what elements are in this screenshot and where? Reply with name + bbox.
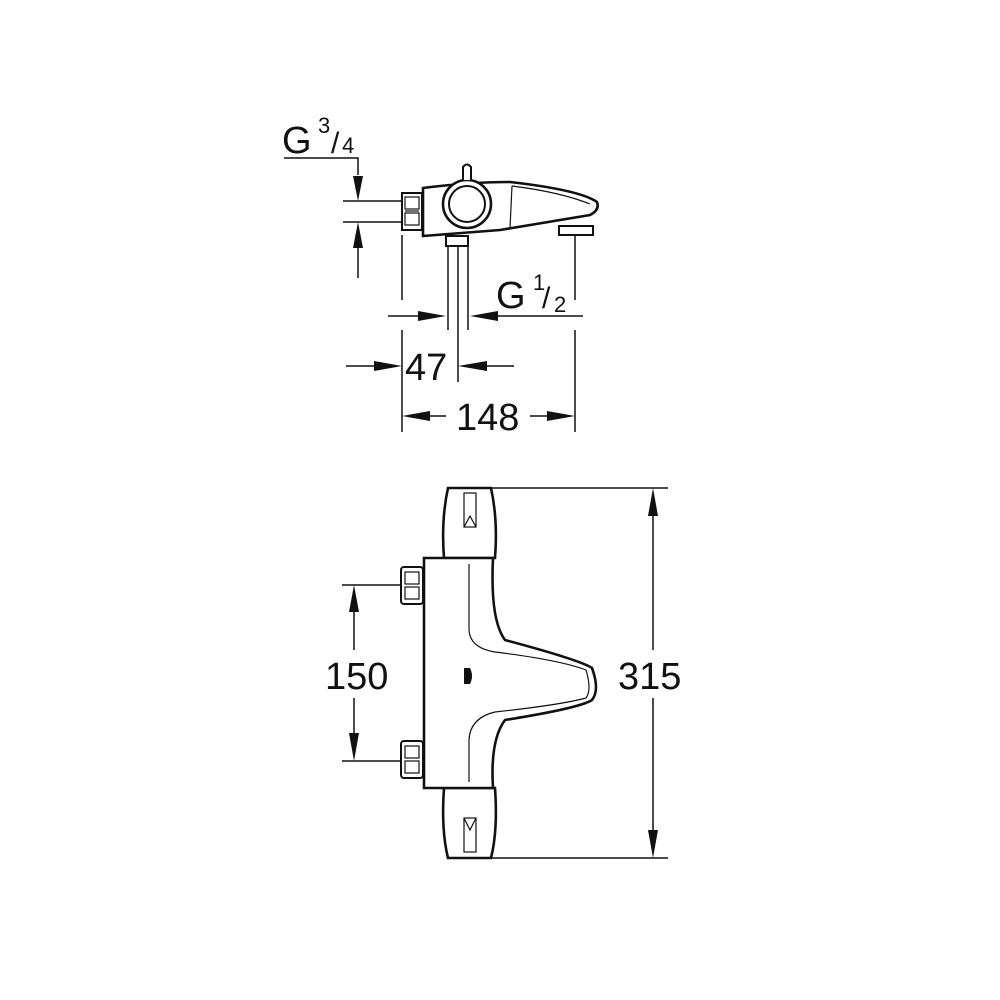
indicator-mark	[464, 668, 472, 684]
arrow-up-icon	[648, 488, 658, 516]
arrow-left-icon	[402, 411, 430, 421]
inlet-thread-denominator: 4	[342, 133, 354, 158]
arrow-right-icon	[418, 311, 446, 321]
arrow-down-icon	[648, 830, 658, 858]
arrow-right-icon	[547, 411, 575, 421]
shower-outlet	[445, 235, 469, 247]
mixer-body-front	[422, 556, 598, 790]
lower-inlet-nut	[400, 740, 424, 779]
handle-lever	[462, 163, 472, 180]
front-view: 150 315	[325, 486, 681, 860]
arrow-up-icon	[349, 585, 359, 612]
top-handle-cap	[441, 486, 498, 560]
arrow-left-icon	[458, 361, 487, 371]
outlet-thread-label: G	[496, 275, 526, 317]
top-view: G 3 / 4 G	[282, 113, 599, 439]
arrow-down-icon	[353, 176, 363, 201]
inlet-thread-slash: /	[331, 127, 340, 160]
dim-outlet-offset: 47	[405, 347, 447, 389]
arrow-down-icon	[349, 733, 359, 761]
inlet-thread-label: G	[282, 120, 312, 162]
dim-projection: 148	[456, 397, 519, 439]
dim-inlet-centres: 150	[325, 656, 388, 698]
inlet-leader-line	[284, 157, 359, 175]
arrow-up-icon	[353, 222, 363, 248]
outlet-thread-numerator: 1	[533, 270, 545, 295]
spout-outlet	[558, 225, 594, 236]
outlet-thread-slash: /	[542, 282, 551, 315]
dim-total-height: 315	[618, 656, 681, 698]
outlet-thread-denominator: 2	[554, 292, 566, 317]
arrow-right-icon	[374, 361, 402, 371]
arrow-left-icon	[470, 311, 498, 321]
inlet-thread-numerator: 3	[318, 113, 330, 138]
bottom-handle-cap	[441, 786, 498, 860]
